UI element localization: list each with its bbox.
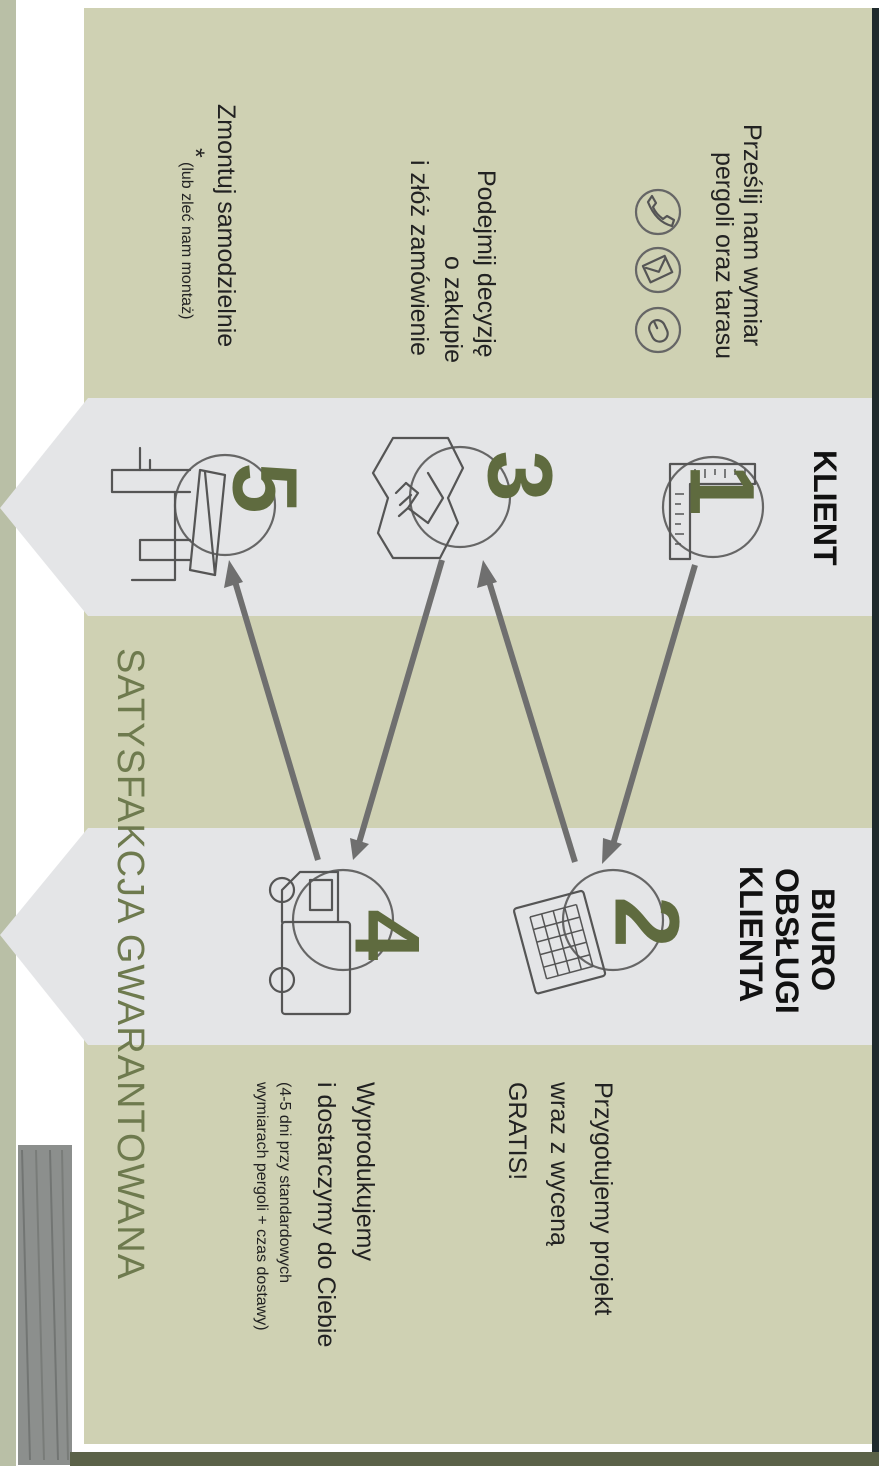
step-4-note-line-1: (4-5 dni przy standardowych (276, 1082, 293, 1283)
deck-photo-boards (21, 1149, 69, 1461)
band-office (0, 828, 872, 1045)
main-panel (84, 8, 872, 1444)
mouse-icon (634, 306, 682, 354)
band-client (0, 398, 872, 616)
keyboard-icon (512, 889, 607, 995)
step-4-line-1: Wyprodukujemy (351, 1082, 379, 1262)
role-office-line-3: KLIENTA (733, 866, 769, 1002)
right-border (872, 8, 879, 1452)
step-2-circle (561, 868, 665, 972)
step-4-line-2: i dostarczymy do Ciebie (312, 1082, 340, 1347)
tape-measure-icon (668, 462, 757, 561)
role-office-line-1: BIURO (805, 888, 841, 991)
top-border (84, 0, 879, 8)
step-4-number: 4 (336, 909, 438, 960)
role-office-title: BIURO OBSŁUGI KLIENTA (733, 866, 841, 1014)
step-4-text: Wyprodukujemy i dostarczymy do Ciebie (4… (253, 1081, 379, 1347)
step-1-circle (661, 455, 765, 559)
step-3-number: 3 (469, 450, 571, 501)
step-4-circle (291, 868, 395, 972)
arrow-4-to-5 (231, 577, 321, 861)
step-5-number: 5 (214, 462, 316, 513)
step-2-line-2: wraz z wyceną (545, 1081, 573, 1246)
step-3-line-1: Podejmij decyzję (472, 170, 500, 358)
step-2-line-1: Przygotujemy projekt (589, 1082, 617, 1315)
step-3-text: Podejmij decyzję o zakupie i złóż zamówi… (405, 160, 500, 363)
left-edge-strip (0, 0, 16, 1466)
step-3-line-2: o zakupie (439, 256, 467, 363)
step-1-text: Prześlij nam wymiar pergoli oraz tarasu (710, 124, 766, 359)
step-5-text: Zmontuj samodzielnie * (lub zleć nam mon… (178, 104, 240, 347)
handshake-icon (371, 436, 465, 560)
step-3-line-3: i złóż zamówienie (405, 160, 433, 356)
step-2-number: 2 (596, 896, 698, 947)
step-1-line-2: pergoli oraz tarasu (710, 152, 738, 359)
phone-icon (634, 188, 682, 236)
step-5-note: (lub zleć nam montaż) (178, 162, 195, 319)
delivery-truck-icon (268, 870, 352, 1016)
step-4-note-line-2: wymiarach pergoli + czas dostawy) (253, 1081, 270, 1331)
envelope-icon (634, 246, 682, 294)
guarantee-banner: SATYSFAKCJA GWARANTOWANA (109, 648, 151, 1280)
step-2-line-3: GRATIS! (503, 1082, 531, 1180)
garden-photo (70, 1452, 879, 1466)
arrow-1-to-2 (609, 564, 698, 849)
arrow-3-to-4 (356, 559, 445, 844)
role-office-line-2: OBSŁUGI (769, 868, 805, 1014)
pergola-icon (110, 446, 227, 582)
step-2-text: Przygotujemy projekt wraz z wyceną GRATI… (503, 1081, 617, 1315)
step-1-line-1: Prześlij nam wymiar (738, 124, 766, 346)
step-5-asterisk: * (181, 148, 209, 158)
arrow-2-to-3 (485, 577, 578, 863)
step-5-line-1: Zmontuj samodzielnie (212, 104, 240, 347)
role-client-title: KLIENT (807, 450, 843, 566)
step-1-number: 1 (671, 464, 773, 515)
